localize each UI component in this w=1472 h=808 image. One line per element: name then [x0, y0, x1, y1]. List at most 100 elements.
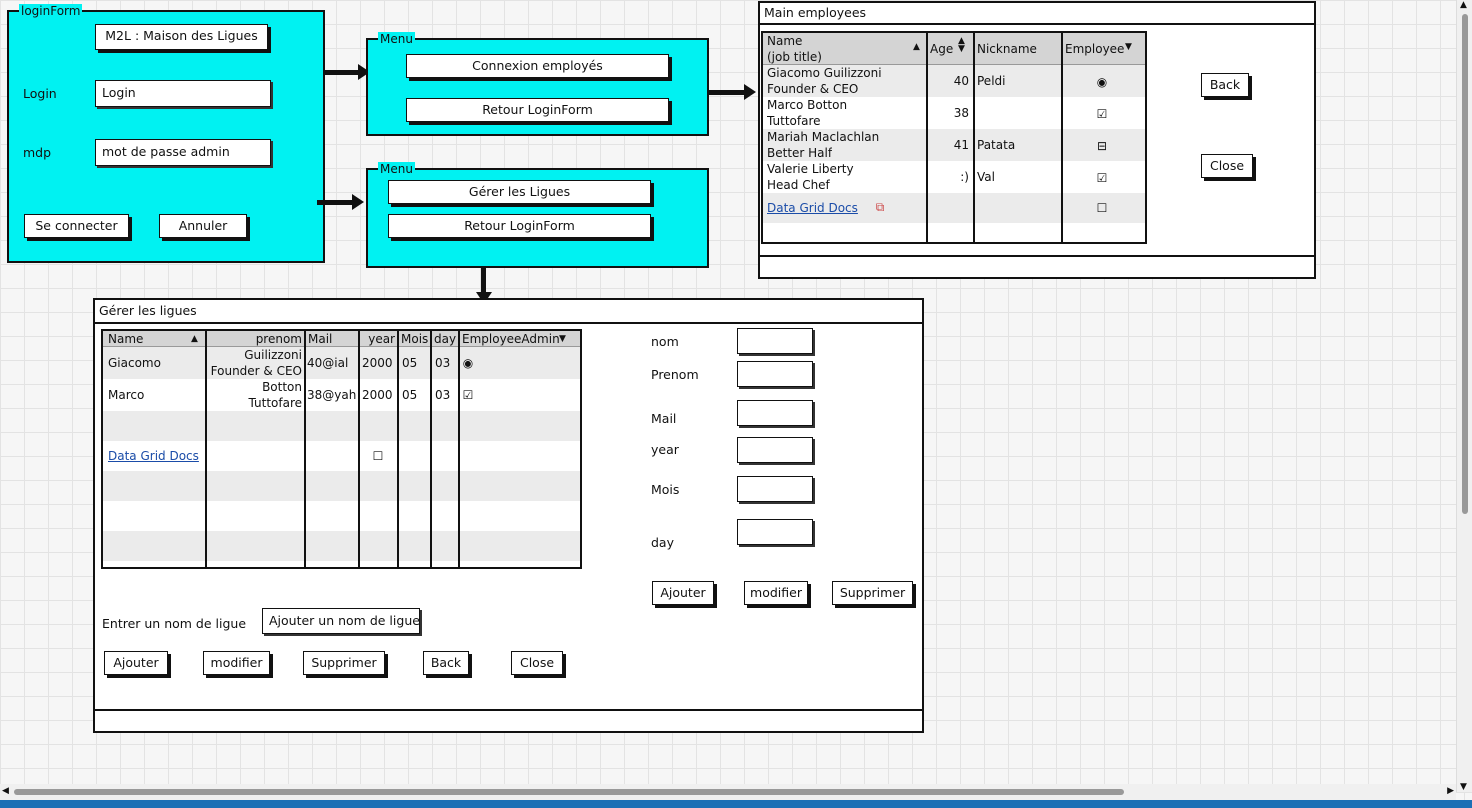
employee-login-button[interactable]: Connexion employés [406, 54, 669, 78]
row-title: Tuttofare [767, 114, 821, 128]
table-row[interactable] [103, 531, 580, 561]
header-name[interactable]: Name [108, 332, 144, 346]
checkbox-checked-icon[interactable]: ☑ [462, 388, 474, 402]
header-name[interactable]: Name [767, 34, 803, 48]
header-year[interactable]: year [368, 332, 395, 346]
table-row[interactable] [103, 471, 580, 501]
close-button[interactable]: Close [1201, 154, 1253, 178]
employees-window-footer [760, 255, 1314, 277]
sort-up-icon[interactable]: ▲ [191, 334, 198, 344]
league-name-input[interactable]: Ajouter un nom de ligue [262, 608, 420, 634]
employees-window-title: Main employees [760, 3, 1314, 25]
row-mail: 40@ial [307, 356, 349, 370]
back-button[interactable]: Back [1201, 73, 1249, 97]
leagues-window-title: Gérer les ligues [95, 300, 922, 324]
checkbox-checked-icon[interactable]: ☑ [1096, 107, 1108, 121]
external-link-icon[interactable]: ⧉ [875, 200, 885, 214]
checkbox-indeterminate-icon[interactable]: ⊟ [1096, 139, 1108, 153]
sort-both-icon[interactable]: ▲▼ [958, 36, 965, 54]
header-nickname[interactable]: Nickname [977, 42, 1037, 56]
table-row[interactable] [763, 193, 1145, 223]
nom-input[interactable] [737, 328, 813, 354]
mail-label: Mail [651, 411, 677, 426]
radio-on-icon[interactable]: ◉ [462, 356, 474, 370]
row-nickname: Patata [977, 138, 1016, 152]
header-employee-admin[interactable]: EmployeeAdmin [462, 332, 560, 346]
table-row[interactable] [763, 65, 1145, 97]
edit-button[interactable]: modifier [203, 651, 270, 675]
mail-input[interactable] [737, 400, 813, 426]
scroll-down-icon[interactable]: ▼ [1460, 782, 1467, 792]
delete-button[interactable]: Supprimer [303, 651, 385, 675]
row-mois: 05 [402, 356, 418, 370]
data-grid-docs-link[interactable]: Data Grid Docs [108, 449, 199, 463]
row-name: Giacomo Guilizzoni [767, 66, 882, 80]
table-row[interactable] [103, 347, 580, 379]
sort-down-icon[interactable]: ▼ [1125, 42, 1132, 52]
back-button[interactable]: Back [423, 651, 469, 675]
table-row[interactable] [763, 97, 1145, 129]
data-grid-docs-link[interactable]: Data Grid Docs [767, 201, 858, 215]
row-year: 2000 [362, 388, 393, 402]
arrow-to-employees [709, 90, 745, 95]
return-login-button[interactable]: Retour LoginForm [406, 98, 669, 122]
nom-label: nom [651, 334, 679, 349]
employees-grid-header [763, 33, 1145, 65]
checkbox-empty-icon[interactable]: ☐ [1096, 201, 1108, 215]
vertical-scroll-thumb[interactable] [1462, 14, 1468, 514]
return-login-button-2[interactable]: Retour LoginForm [388, 214, 651, 238]
row-prenom: Botton [262, 380, 302, 394]
table-row[interactable] [763, 129, 1145, 161]
horizontal-scroll-thumb[interactable] [14, 789, 1124, 795]
column-divider [397, 331, 399, 567]
prenom-input[interactable] [737, 361, 813, 387]
column-divider [430, 331, 432, 567]
vertical-scrollbar[interactable]: ▲ ▼ [1456, 0, 1472, 792]
prenom-label: Prenom [651, 367, 699, 382]
radio-on-icon[interactable]: ◉ [1096, 75, 1108, 89]
header-day[interactable]: day [434, 332, 457, 346]
header-prenom[interactable]: prenom [255, 332, 302, 346]
arrow-head-icon [744, 84, 756, 100]
cancel-button[interactable]: Annuler [159, 214, 247, 238]
sort-up-icon[interactable]: ▲ [913, 42, 920, 52]
row-name: Mariah Maclachlan [767, 130, 880, 144]
checkbox-checked-icon[interactable]: ☑ [1096, 171, 1108, 185]
header-job-title: (job title) [767, 50, 822, 64]
scroll-up-icon[interactable]: ▲ [1460, 0, 1467, 10]
row-name: Marco Botton [767, 98, 848, 112]
mois-input[interactable] [737, 476, 813, 502]
table-row[interactable] [103, 501, 580, 531]
arrow-down-to-ligues [481, 268, 486, 294]
form-delete-button[interactable]: Supprimer [832, 581, 913, 605]
table-row[interactable] [103, 411, 580, 441]
connect-button[interactable]: Se connecter [24, 214, 129, 238]
add-button[interactable]: Ajouter [104, 651, 168, 675]
password-input[interactable]: mot de passe admin [95, 139, 271, 166]
login-input[interactable]: Login [95, 80, 271, 107]
header-employee[interactable]: Employee [1065, 42, 1125, 56]
sort-down-icon[interactable]: ▼ [559, 334, 566, 344]
scroll-right-icon[interactable]: ▶ [1447, 786, 1454, 796]
row-day: 03 [435, 356, 451, 370]
close-button[interactable]: Close [511, 651, 563, 675]
column-divider [973, 33, 975, 242]
header-age[interactable]: Age [930, 42, 954, 56]
checkbox-empty-icon[interactable]: ☐ [372, 449, 384, 463]
table-row[interactable] [103, 379, 580, 411]
arrow-head-icon [352, 194, 364, 210]
table-row[interactable] [103, 441, 580, 471]
scroll-left-icon[interactable]: ◀ [2, 786, 9, 796]
column-divider [304, 331, 306, 567]
horizontal-scrollbar[interactable]: ◀ ▶ [0, 784, 1456, 800]
day-input[interactable] [737, 519, 813, 545]
menu2-panel: Menu Gérer les Ligues Retour LoginForm [366, 162, 709, 268]
header-mois[interactable]: Mois [401, 332, 429, 346]
form-add-button[interactable]: Ajouter [652, 581, 714, 605]
year-input[interactable] [737, 437, 813, 463]
leagues-window: Gérer les ligues Name ▲ prenom Mail year… [93, 298, 924, 733]
manage-leagues-button[interactable]: Gérer les Ligues [388, 180, 651, 204]
table-row[interactable] [763, 161, 1145, 193]
header-mail[interactable]: Mail [308, 332, 333, 346]
form-edit-button[interactable]: modifier [744, 581, 808, 605]
